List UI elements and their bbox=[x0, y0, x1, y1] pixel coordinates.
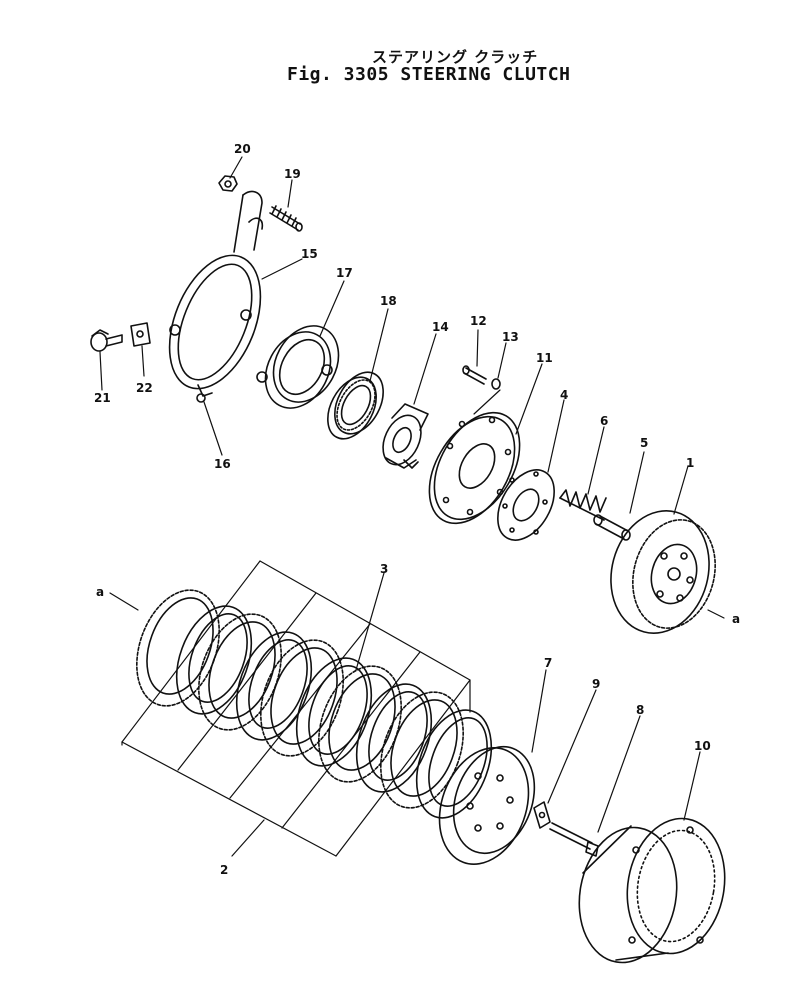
callout-a-right: a bbox=[732, 612, 740, 626]
figure-title: Fig. 3305 STEERING CLUTCH bbox=[287, 64, 571, 85]
callout-1: 1 bbox=[686, 456, 694, 470]
clutch-disc-stack bbox=[136, 589, 493, 819]
callout-19: 19 bbox=[284, 167, 301, 181]
callout-10: 10 bbox=[694, 739, 711, 753]
callout-7: 7 bbox=[544, 656, 552, 670]
callout-2: 2 bbox=[220, 863, 228, 877]
part-13-washer bbox=[491, 378, 501, 390]
callout-17: 17 bbox=[336, 266, 353, 280]
part-11-plate bbox=[428, 411, 521, 525]
bracket-lines bbox=[121, 560, 471, 857]
callout-13: 13 bbox=[502, 330, 519, 344]
part-22-washer bbox=[130, 322, 151, 347]
steel-plate bbox=[260, 639, 344, 757]
callout-11: 11 bbox=[536, 351, 553, 365]
callout-18: 18 bbox=[380, 294, 397, 308]
callout-4: 4 bbox=[560, 388, 568, 402]
callout-15: 15 bbox=[301, 247, 318, 261]
steel-plate bbox=[380, 691, 464, 809]
leader-lines bbox=[99, 156, 725, 857]
friction-disc bbox=[295, 657, 373, 767]
part-8-bolt bbox=[549, 822, 599, 857]
callout-20: 20 bbox=[234, 142, 251, 156]
part-10-drum bbox=[578, 817, 726, 964]
figure-title-japanese: ステアリング クラッチ bbox=[372, 48, 539, 66]
part-4-spring-plate bbox=[497, 469, 555, 541]
part-20-nut bbox=[218, 175, 238, 192]
callout-8: 8 bbox=[636, 703, 644, 717]
callout-12: 12 bbox=[470, 314, 487, 328]
callout-14: 14 bbox=[432, 320, 449, 334]
part-9-lock-plate bbox=[533, 801, 551, 829]
part-17-housing bbox=[256, 325, 340, 409]
part-12-bolt bbox=[462, 365, 487, 385]
callout-5: 5 bbox=[640, 436, 648, 450]
part-14-hub bbox=[382, 403, 429, 469]
callout-3: 3 bbox=[380, 562, 388, 576]
part-6-spring bbox=[559, 489, 607, 521]
part-21-bolt bbox=[90, 329, 123, 352]
part-5-pin bbox=[593, 514, 631, 541]
callout-16: 16 bbox=[214, 457, 231, 471]
callout-6: 6 bbox=[600, 414, 608, 428]
steel-plate bbox=[136, 589, 220, 707]
callout-labels: 20 19 15 17 18 14 12 13 11 4 6 5 1 21 22… bbox=[94, 142, 740, 877]
part-1-clutch-hub bbox=[610, 510, 716, 634]
part-7-pressure-plate bbox=[438, 745, 536, 865]
callout-21: 21 bbox=[94, 391, 111, 405]
part-15-brake-band bbox=[168, 190, 264, 403]
friction-disc bbox=[415, 709, 493, 819]
part-18-bearing bbox=[327, 371, 384, 440]
callout-9: 9 bbox=[592, 677, 600, 691]
part-19-stud bbox=[269, 205, 303, 232]
callout-a-left: a bbox=[96, 585, 104, 599]
callout-22: 22 bbox=[136, 381, 153, 395]
